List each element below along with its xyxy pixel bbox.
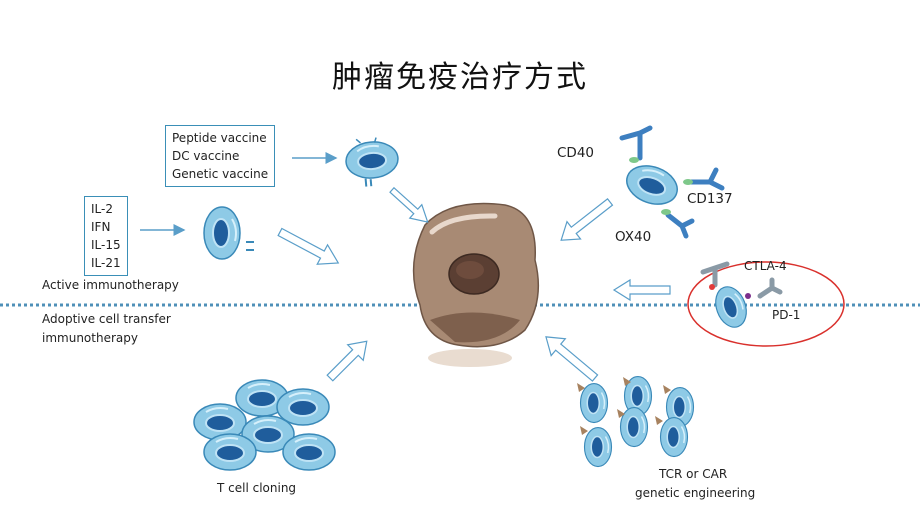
arrow-tcr-to-tumor	[545, 336, 599, 382]
ctla4-label: CTLA-4	[744, 259, 787, 273]
cytokine-box: IL-2 IFN IL-15 IL-21	[84, 196, 128, 276]
cytokine-item: IL-2	[91, 202, 113, 216]
active-immunotherapy-label: Active immunotherapy	[42, 278, 179, 292]
ox40-label: OX40	[615, 229, 652, 245]
arrow-cytokine-to-tumor	[277, 227, 340, 265]
arrow-dc-to-tumor	[389, 186, 429, 223]
vaccine-item: Peptide vaccine	[172, 131, 267, 145]
vaccine-item: DC vaccine	[172, 149, 240, 163]
tumor-cell	[412, 202, 540, 367]
pd1-label: PD-1	[772, 308, 801, 322]
adoptive-label-line1: Adoptive cell transfer	[42, 312, 171, 326]
arrow-costim-to-tumor	[560, 198, 614, 241]
cd137-label: CD137	[687, 191, 733, 207]
checkpoint-circle	[687, 261, 845, 347]
cd40-label: CD40	[557, 145, 594, 161]
costimulatory-cell	[619, 125, 725, 239]
t-cell-cloning-label: T cell cloning	[217, 481, 297, 495]
dc-cell	[343, 137, 401, 187]
cytokine-t-cell	[203, 206, 241, 260]
cytokine-item: IL-15	[91, 238, 121, 252]
cytokine-item: IL-21	[91, 256, 121, 270]
vaccine-box: Peptide vaccine DC vaccine Genetic vacci…	[165, 125, 276, 187]
vaccine-item: Genetic vaccine	[172, 167, 269, 181]
t-cell-cloning-cluster	[193, 379, 336, 471]
checkpoint-cell	[700, 261, 783, 333]
arrow-checkpoint-to-tumor	[612, 278, 671, 302]
arrow-cloning-to-tumor	[326, 340, 368, 382]
tcr-car-label-line2: genetic engineering	[635, 486, 756, 500]
tcr-car-label-line1: TCR or CAR	[659, 467, 728, 481]
page-title: 肿瘤免疫治疗方式	[332, 60, 588, 95]
cytokine-item: IFN	[91, 220, 111, 234]
tcr-car-cluster	[577, 375, 695, 468]
adoptive-label-line2: immunotherapy	[42, 331, 138, 345]
